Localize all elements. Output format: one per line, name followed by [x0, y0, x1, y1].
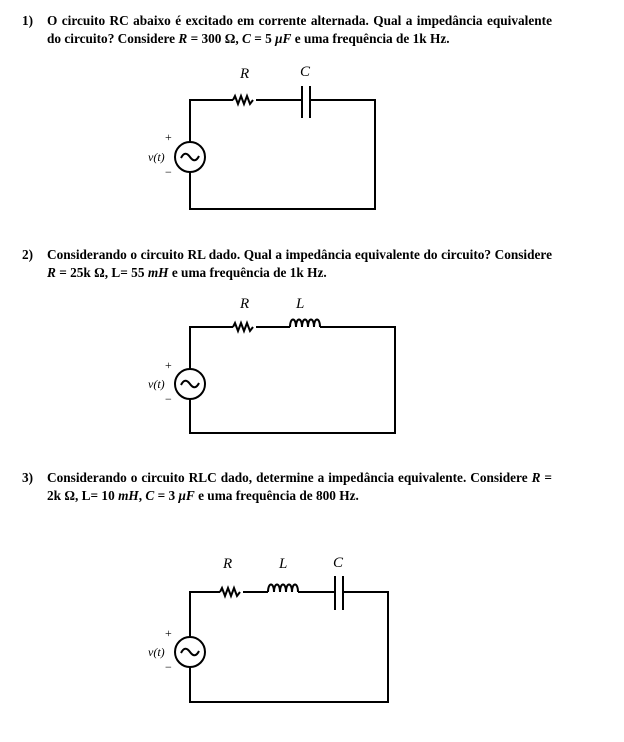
source-label: v(t)	[148, 645, 165, 659]
wire	[189, 99, 376, 210]
question-text: O circuito RC abaixo é excitado em corre…	[47, 12, 552, 48]
wire	[189, 591, 220, 637]
inductor	[289, 318, 321, 328]
ac-source	[174, 141, 206, 173]
question-text: Considerando o circuito RL dado. Qual a …	[47, 246, 552, 282]
capacitor	[301, 86, 311, 118]
minus-sign: −	[165, 165, 172, 179]
label-r: R	[239, 66, 249, 82]
sine-icon	[180, 379, 200, 389]
text: e uma frequência de 800 Hz.	[194, 488, 359, 503]
unit: mH	[147, 265, 169, 280]
ac-source	[174, 368, 206, 400]
text: O circuito RC abaixo é excitado em corre…	[47, 13, 552, 46]
question-3: 3) Considerando o circuito RLC dado, det…	[22, 469, 552, 505]
label-c: C	[300, 64, 311, 80]
text: = 25k Ω, L= 55	[55, 265, 148, 280]
ac-source	[174, 636, 206, 668]
wire	[189, 99, 233, 142]
text: = 3	[154, 488, 179, 503]
label-l: L	[278, 556, 287, 572]
plus-sign: +	[165, 358, 172, 372]
sine-icon	[180, 647, 200, 657]
minus-sign: −	[165, 660, 172, 674]
text: = 300 Ω,	[187, 31, 243, 46]
source-label: v(t)	[148, 150, 165, 164]
question-number: 1)	[22, 13, 34, 28]
wire	[189, 326, 233, 369]
var-c: C	[242, 31, 251, 46]
label-c: C	[333, 555, 344, 571]
question-1: 1) O circuito RC abaixo é excitado em co…	[22, 12, 552, 48]
unit: μF	[275, 31, 292, 46]
var-c: C	[145, 488, 155, 503]
text: e uma frequência de 1k Hz.	[168, 265, 327, 280]
text: Considerando o circuito RL dado. Qual a …	[47, 247, 552, 262]
question-text: Considerando o circuito RLC dado, determ…	[47, 469, 552, 505]
label-r: R	[239, 296, 249, 312]
plus-sign: +	[165, 626, 172, 640]
unit: μF	[178, 488, 195, 503]
label-l: L	[295, 296, 304, 312]
label-r: R	[222, 556, 232, 572]
question-number: 3)	[22, 470, 34, 485]
text: = 2k Ω, L= 10	[47, 470, 553, 503]
capacitor	[334, 576, 344, 610]
source-label: v(t)	[148, 377, 165, 391]
inductor	[267, 583, 299, 593]
minus-sign: −	[165, 392, 172, 406]
resistor	[219, 585, 241, 599]
text: Considerando o circuito RLC dado, determ…	[47, 470, 532, 485]
wire	[189, 326, 396, 434]
sine-icon	[180, 152, 200, 162]
wire	[189, 591, 389, 703]
plus-sign: +	[165, 130, 172, 144]
var-r: R	[178, 31, 188, 46]
resistor	[232, 93, 254, 107]
var-r: R	[531, 470, 541, 485]
resistor	[232, 320, 254, 334]
text: = 5	[250, 31, 276, 46]
text: ,	[138, 488, 146, 503]
unit: mH	[118, 488, 139, 503]
question-2: 2) Considerando o circuito RL dado. Qual…	[22, 246, 552, 282]
var-r: R	[47, 265, 56, 280]
question-number: 2)	[22, 247, 34, 262]
text: e uma frequência de 1k Hz.	[291, 31, 450, 46]
